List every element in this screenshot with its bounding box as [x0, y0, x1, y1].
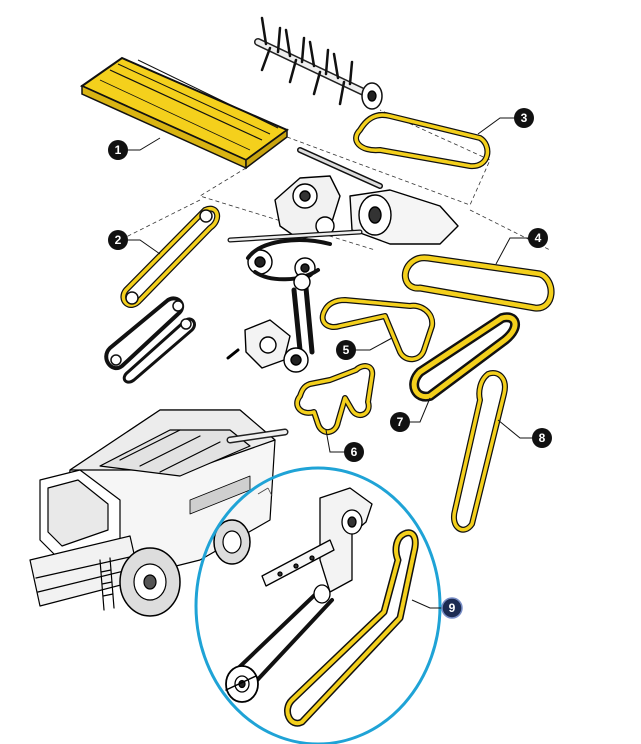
belt-3[interactable]	[353, 112, 491, 170]
detail-leader-lines	[257, 487, 273, 497]
callout-5[interactable]: 5	[336, 340, 356, 360]
combine-harvester-icon[interactable]	[29, 409, 289, 617]
belt-8[interactable]	[450, 370, 508, 533]
callout-9[interactable]: 9	[441, 597, 463, 619]
svg-text:8: 8	[539, 431, 546, 445]
auxiliary-belt-set-icon[interactable]	[104, 296, 196, 384]
callout-6[interactable]: 6	[344, 442, 364, 462]
callout-1[interactable]: 1	[108, 140, 128, 160]
gearbox-icon[interactable]	[227, 147, 459, 282]
svg-text:6: 6	[351, 445, 358, 459]
belt-6[interactable]	[294, 363, 376, 435]
svg-text:2: 2	[115, 233, 122, 247]
svg-text:4: 4	[535, 231, 542, 245]
belt-9-drive-mechanism-icon[interactable]	[225, 487, 373, 703]
highlight-ring	[194, 466, 442, 744]
callout-3[interactable]: 3	[514, 108, 534, 128]
svg-text:1: 1	[115, 143, 122, 157]
belt-2[interactable]	[120, 205, 221, 308]
rotor-icon[interactable]	[254, 16, 383, 110]
svg-text:9: 9	[449, 601, 456, 615]
callout-8[interactable]: 8	[532, 428, 552, 448]
belt-4[interactable]	[401, 254, 555, 312]
belt-7[interactable]	[409, 312, 520, 402]
svg-text:5: 5	[343, 343, 350, 357]
callout-2[interactable]: 2	[108, 230, 128, 250]
svg-text:3: 3	[521, 111, 528, 125]
callout-4[interactable]: 4	[528, 228, 548, 248]
lower-gearbox-icon[interactable]	[226, 273, 315, 373]
svg-text:7: 7	[397, 415, 404, 429]
concave-plate-icon[interactable]	[79, 56, 289, 170]
belt-5[interactable]	[319, 297, 436, 363]
belt-9[interactable]	[284, 529, 419, 727]
callout-7[interactable]: 7	[390, 412, 410, 432]
